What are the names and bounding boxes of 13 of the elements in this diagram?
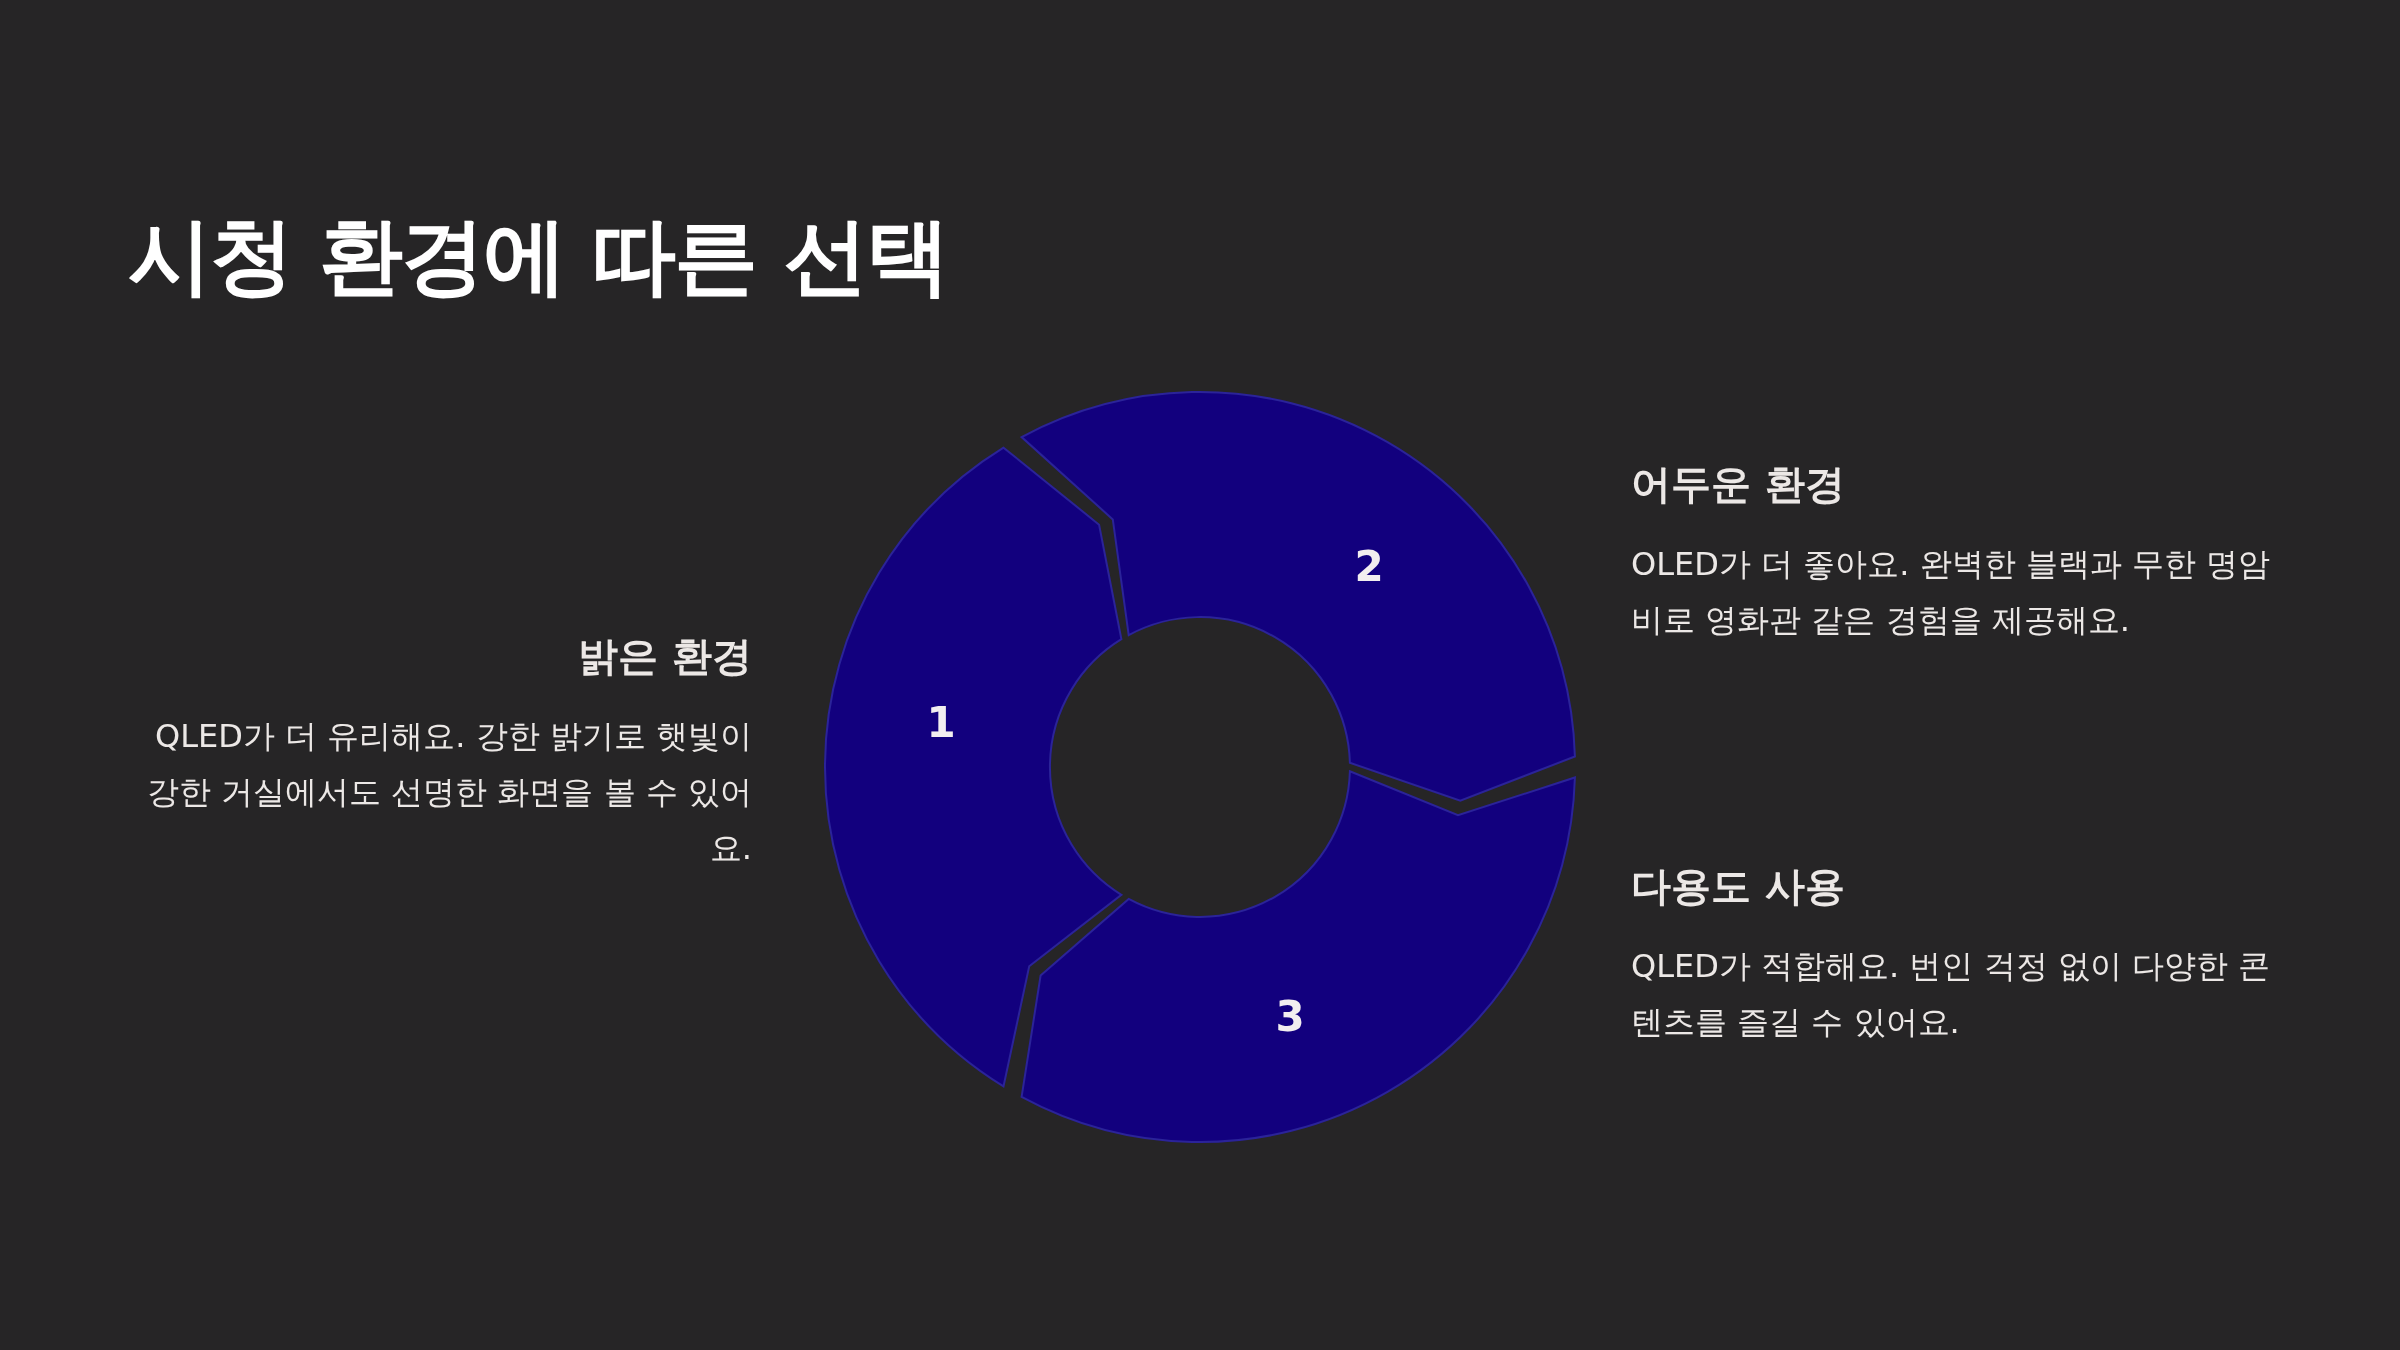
step-number: 2 [1354,541,1384,591]
slide-title: 시청 환경에 따른 선택 [128,206,948,307]
section-heading: 밝은 환경 [578,632,752,681]
section-heading: 다용도 사용 [1631,862,1845,911]
step-number: 3 [1275,991,1305,1041]
section-heading: 어두운 환경 [1631,460,1845,509]
step-number: 1 [926,697,956,747]
cycle-segment [824,446,1123,1088]
description-text: QLED가 적합해요. 번인 걱정 없이 다양한 콘텐츠를 즐길 수 있어요. [1631,946,2271,1043]
cycle-segment [1020,770,1576,1144]
cycle-segment [1020,390,1576,802]
description-text: OLED가 더 좋아요. 완벽한 블랙과 무한 명암비로 영화관 같은 경험을 제공해요. [1631,544,2271,641]
description-text: QLED가 더 유리해요. 강한 밝기로 햇빛이 강한 거실에서도 선명한 화면을 볼 수 있어요. [145,716,752,869]
